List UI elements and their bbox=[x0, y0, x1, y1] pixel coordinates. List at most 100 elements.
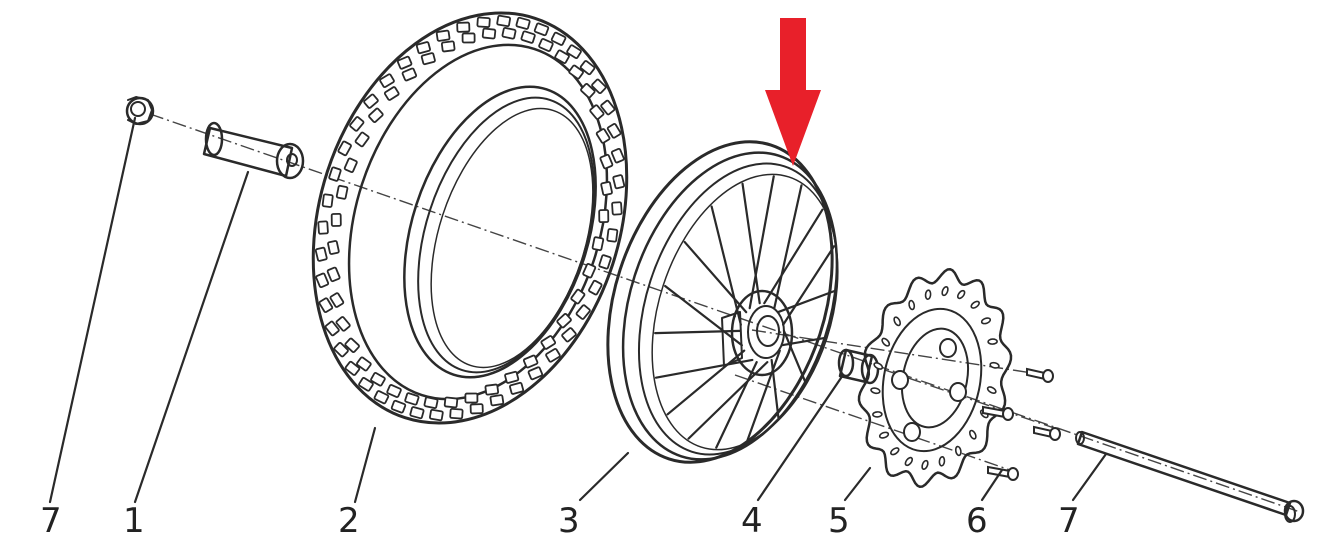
spoke bbox=[782, 329, 807, 384]
tread-block bbox=[337, 140, 352, 157]
vent-hole bbox=[873, 362, 884, 370]
spoke bbox=[666, 349, 746, 416]
tread-block bbox=[383, 86, 400, 101]
tread-block bbox=[520, 30, 536, 44]
tread-block bbox=[333, 341, 349, 358]
vent-hole bbox=[956, 289, 966, 300]
tread-block bbox=[582, 262, 597, 279]
vent-hole bbox=[938, 456, 946, 467]
tread-block bbox=[335, 184, 349, 200]
mount-boss bbox=[891, 370, 909, 390]
tread-block bbox=[373, 390, 390, 405]
vent-hole bbox=[921, 459, 929, 470]
spoke bbox=[763, 208, 824, 305]
tread-block bbox=[317, 220, 329, 235]
brake-disc bbox=[857, 267, 1013, 489]
tread-block bbox=[600, 99, 616, 116]
tread-block bbox=[589, 104, 605, 120]
tread-block bbox=[443, 396, 459, 409]
tread-block bbox=[591, 78, 607, 95]
spoke bbox=[746, 349, 781, 442]
tread-block bbox=[420, 52, 436, 66]
vent-hole bbox=[980, 317, 992, 325]
tread-block bbox=[324, 320, 340, 337]
tread-block bbox=[409, 406, 425, 420]
bolt-head bbox=[1049, 427, 1061, 441]
spoke bbox=[710, 205, 742, 326]
tread-block bbox=[476, 16, 491, 28]
axle-shaft bbox=[1075, 430, 1305, 523]
vent-hole bbox=[969, 429, 977, 440]
mount-boss bbox=[949, 382, 967, 402]
callout-7-left: 7 bbox=[40, 501, 62, 541]
tread-block bbox=[461, 32, 476, 44]
tread-block bbox=[568, 64, 584, 80]
tread-block bbox=[327, 240, 340, 255]
tread-block bbox=[540, 335, 557, 350]
tread-block bbox=[484, 383, 500, 396]
axle-centerline bbox=[149, 113, 1301, 513]
callout-numbers: 7 1 2 3 4 5 6 7 bbox=[40, 501, 1080, 541]
tread-block bbox=[401, 67, 418, 82]
vent-hole bbox=[878, 431, 890, 439]
tread-block bbox=[449, 408, 464, 420]
tread-block bbox=[429, 408, 444, 422]
tire-tread-blocks bbox=[314, 14, 626, 422]
leader-4 bbox=[756, 373, 845, 502]
vent-hole bbox=[893, 316, 901, 327]
vent-hole bbox=[890, 447, 900, 456]
callout-2: 2 bbox=[338, 501, 360, 541]
leader-1 bbox=[133, 170, 250, 504]
tread-block bbox=[598, 254, 612, 270]
tread-block bbox=[509, 381, 525, 395]
tread-block bbox=[386, 384, 402, 398]
tread-block bbox=[343, 157, 358, 174]
tread-block bbox=[335, 316, 351, 332]
tread-block bbox=[566, 44, 582, 60]
tread-block bbox=[390, 399, 407, 414]
tread-block bbox=[606, 228, 619, 243]
spoke bbox=[741, 182, 761, 305]
tread-block bbox=[496, 14, 511, 28]
tread-block bbox=[326, 266, 341, 283]
callout-3: 3 bbox=[558, 501, 580, 541]
tread-block bbox=[588, 279, 603, 296]
tread-block bbox=[554, 49, 570, 64]
vent-hole bbox=[904, 456, 914, 467]
mount-boss bbox=[903, 422, 921, 442]
tread-block bbox=[579, 60, 596, 76]
bolt-head bbox=[1002, 407, 1014, 421]
tread-block bbox=[575, 304, 591, 320]
tread-block bbox=[358, 376, 374, 392]
tread-block bbox=[321, 193, 334, 208]
tread-block bbox=[570, 288, 586, 305]
leader-6 bbox=[980, 468, 1004, 502]
tread-block bbox=[363, 93, 379, 109]
spoke bbox=[748, 175, 775, 310]
callout-6: 6 bbox=[966, 501, 988, 541]
tread-block bbox=[314, 246, 328, 262]
highlight-arrow-icon bbox=[765, 18, 821, 166]
tread-block bbox=[464, 392, 479, 404]
tread-block bbox=[533, 22, 550, 37]
tread-block bbox=[456, 21, 471, 33]
spoke bbox=[782, 245, 836, 326]
spacer-tube bbox=[202, 121, 305, 180]
tread-block bbox=[504, 370, 520, 384]
tread-block bbox=[538, 38, 554, 52]
spoke bbox=[664, 284, 744, 347]
tread-block bbox=[556, 313, 572, 329]
tread-block bbox=[344, 337, 360, 353]
tread-block bbox=[354, 131, 370, 148]
callout-1: 1 bbox=[123, 501, 145, 541]
callout-4: 4 bbox=[741, 501, 763, 541]
tread-block bbox=[370, 372, 386, 387]
leader-3 bbox=[578, 451, 630, 502]
brake-disc-vent-holes bbox=[870, 286, 1000, 470]
bolt-centerline-lower bbox=[734, 374, 1011, 471]
tread-block bbox=[522, 354, 539, 369]
leader-2 bbox=[353, 426, 377, 504]
tread-block bbox=[435, 29, 451, 42]
tire bbox=[311, 11, 629, 425]
vent-hole bbox=[870, 387, 881, 395]
